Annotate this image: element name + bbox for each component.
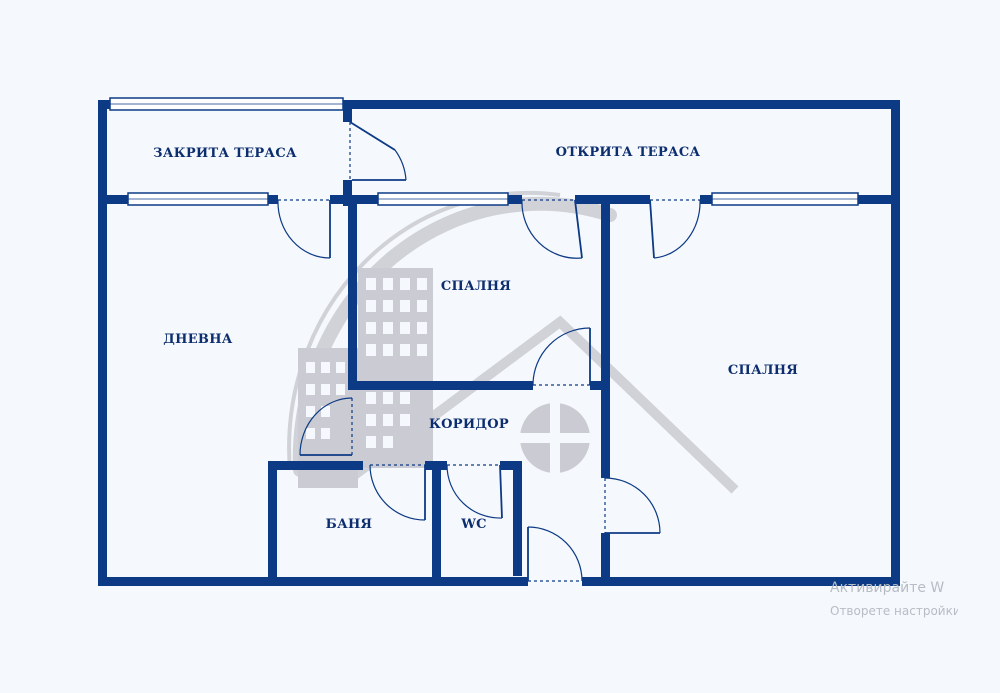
door-bathroom (369, 464, 426, 521)
label-wc: WC (460, 517, 487, 532)
walls (98, 100, 900, 586)
door-entrance (527, 526, 583, 582)
doors (277, 121, 701, 582)
os-activation-watermark-line2: Отворете настройки (830, 604, 958, 618)
label-bedroom-1: СПАЛНЯ (441, 279, 511, 294)
door-bedroom1 (532, 327, 591, 386)
label-closed-terrace: ЗАКРИТА ТЕРАСА (153, 146, 297, 161)
label-bathroom: БАНЯ (326, 517, 373, 532)
door-living-room (299, 397, 353, 456)
room-labels: ЗАКРИТА ТЕРАСА ОТКРИТА ТЕРАСА ДНЕВНА СПА… (153, 145, 798, 532)
door-bedroom1-balcony (521, 199, 583, 259)
brand-logo-watermark (287, 190, 739, 494)
label-corridor: КОРИДОР (429, 417, 509, 432)
door-bedroom2-balcony (649, 199, 701, 259)
door-bedroom2 (604, 477, 661, 534)
door-terrace-divider (349, 121, 407, 181)
door-living-balcony (277, 199, 331, 259)
label-bedroom-2: СПАЛНЯ (728, 363, 798, 378)
label-open-terrace: ОТКРИТА ТЕРАСА (556, 145, 701, 160)
door-wc (446, 464, 503, 519)
windows (109, 97, 859, 206)
label-living-room: ДНЕВНА (163, 332, 233, 347)
os-activation-watermark-line1: Активирайте W (830, 580, 945, 596)
